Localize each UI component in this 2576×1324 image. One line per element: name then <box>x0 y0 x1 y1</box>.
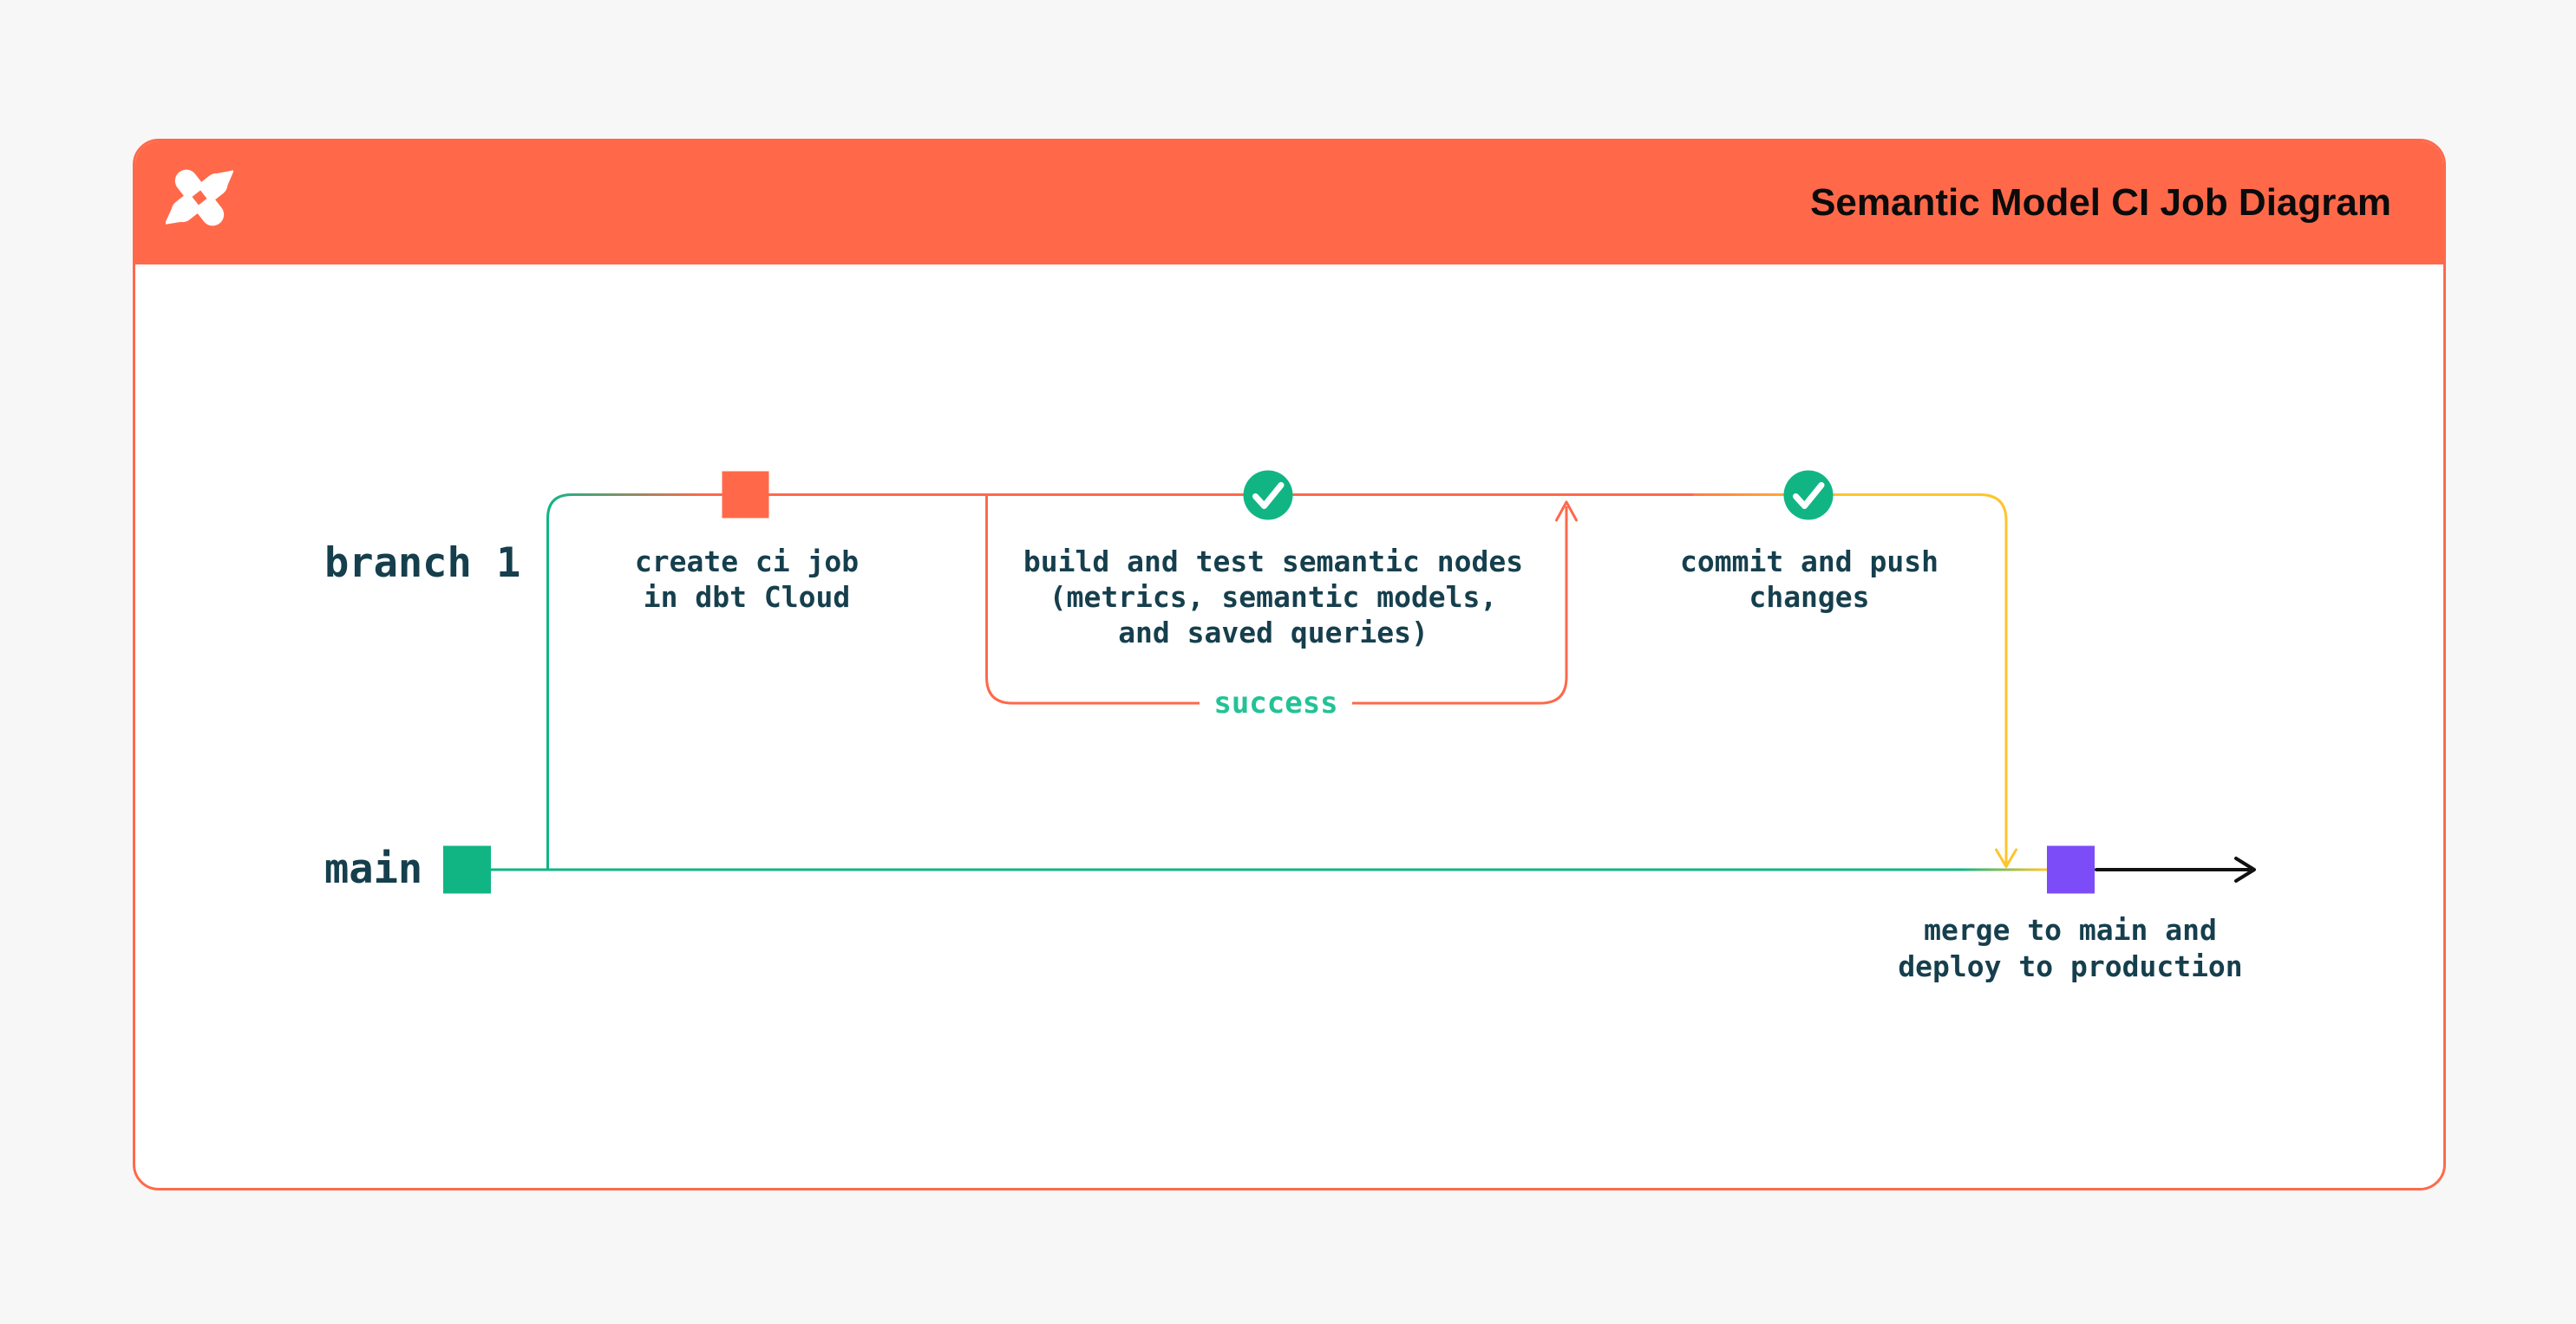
checkmark-icon <box>1252 482 1285 509</box>
check-circle-icon <box>1783 470 1834 520</box>
node-merge-and-deploy: merge to main and deploy to production <box>1827 912 2313 985</box>
main-start-commit-square <box>443 845 491 894</box>
main-lane-label: main <box>324 845 423 893</box>
check-circle-icon <box>1243 470 1293 520</box>
page-title: Semantic Model CI Job Diagram <box>1810 181 2391 224</box>
success-edge-label: success <box>1200 683 1352 723</box>
node-commit-and-push: commit and push changes <box>1592 544 2026 615</box>
diagram-card <box>133 139 2446 1190</box>
node-line: create ci job <box>634 545 860 578</box>
node-line: (metrics, semantic models, <box>1049 580 1498 614</box>
node-line: commit and push <box>1679 545 1939 578</box>
node-create-ci-job: create ci job in dbt Cloud <box>530 544 964 615</box>
header-bar <box>135 141 2443 264</box>
node-line: changes <box>1749 580 1870 614</box>
logo-tip <box>166 205 186 225</box>
node-build-and-test: build and test semantic nodes (metrics, … <box>970 544 1577 650</box>
ci-job-commit-square <box>722 471 769 519</box>
branch-merge-line <box>1693 493 2008 864</box>
success-up-arrowhead-icon <box>1555 500 1578 522</box>
node-line: in dbt Cloud <box>643 580 851 614</box>
branch-lane-label: branch 1 <box>324 539 521 587</box>
logo-center-diamond <box>192 190 207 205</box>
node-line: and saved queries) <box>1118 616 1429 649</box>
success-edge-label-wrap: success <box>1102 683 1449 723</box>
branch-line <box>546 493 1698 870</box>
checkmark-icon <box>1793 482 1825 509</box>
node-line: build and test semantic nodes <box>1023 545 1524 578</box>
merge-down-arrowhead-icon <box>1995 848 2017 868</box>
logo-tip <box>212 170 233 190</box>
node-line: deploy to production <box>1898 949 2243 983</box>
deploy-right-arrowhead-icon <box>2234 857 2256 883</box>
merge-commit-square <box>2047 845 2095 894</box>
dbt-logo-icon <box>166 169 233 226</box>
node-line: merge to main and <box>1924 913 2217 947</box>
